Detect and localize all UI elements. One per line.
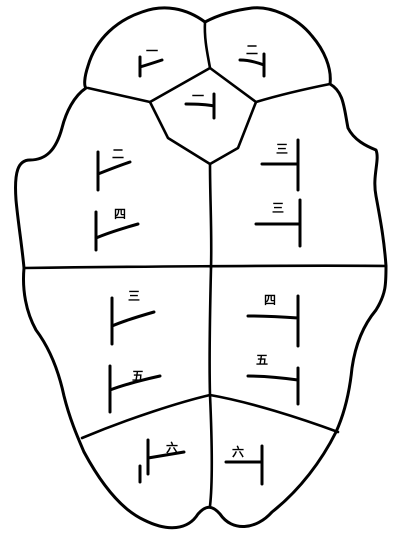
seam-midline-upper — [210, 164, 211, 268]
crack-numeral: 二 — [246, 43, 258, 57]
crack-numeral: 六 — [232, 444, 244, 459]
crack-numeral: 四 — [264, 293, 276, 307]
crack-numeral: 三 — [128, 289, 140, 303]
crack-numeral: 二 — [112, 147, 124, 161]
crack-numeral: 六 — [166, 440, 178, 455]
seam-midline-lower — [210, 268, 211, 395]
crack-numeral: 三 — [272, 201, 284, 215]
crack-numeral: 四 — [114, 207, 126, 221]
crack-numeral: 三 — [276, 142, 288, 156]
crack-numeral: 一 — [192, 89, 204, 103]
crack-numeral: 五 — [132, 369, 144, 383]
crack-numeral: 一 — [146, 44, 158, 58]
crack-numeral: 五 — [256, 353, 268, 367]
